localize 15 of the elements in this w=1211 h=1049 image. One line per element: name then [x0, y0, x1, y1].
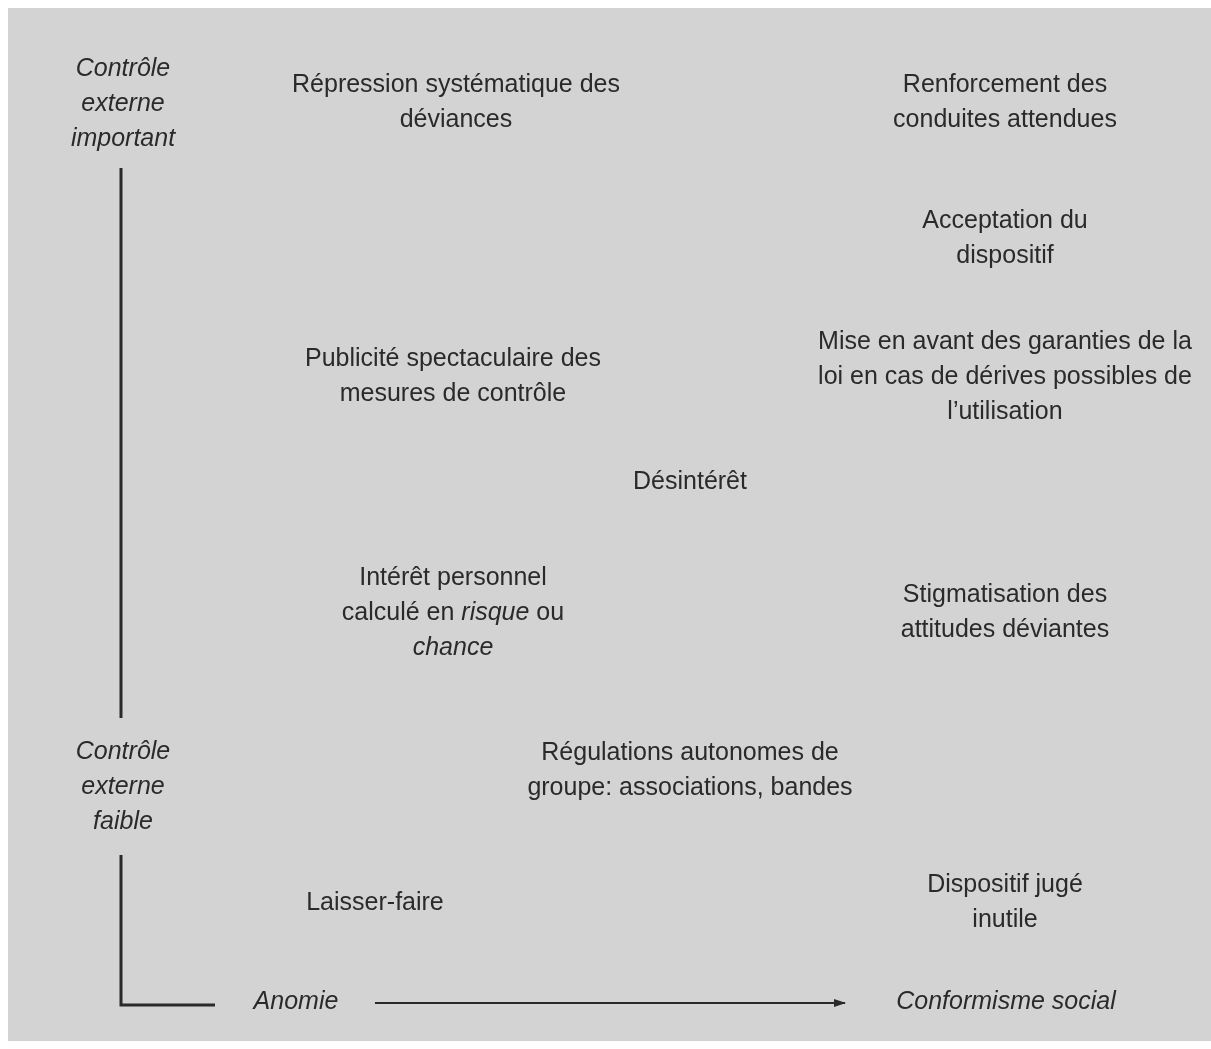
quadrant-text: Mise en avant des garanties de la loi en cas de dérives possibles de l’utilisation	[817, 324, 1193, 426]
quadrant-text: Laisser-faire	[305, 885, 445, 917]
quadrant-text: Intérêt personnel calculé en risque ou chance	[340, 560, 566, 662]
quadrant-text: Renforcement des conduites attendues	[892, 68, 1118, 134]
axis-label: Contrôle externe faible	[74, 734, 172, 836]
axis-label: Conformisme social	[895, 984, 1118, 1016]
quadrant-text: Désintérêt	[632, 464, 748, 496]
axis-label: Anomie	[251, 984, 340, 1016]
quadrant-text: Publicité spectaculaire des mesures de contrôle	[304, 342, 602, 408]
quadrant-text: Dispositif jugé inutile	[926, 868, 1084, 934]
quadrant-text: Régulations autonomes de groupe: associations, bandes	[526, 736, 854, 802]
quadrant-text: Acceptation du dispositif	[921, 204, 1089, 270]
axis-label: Contrôle externe important	[69, 51, 177, 153]
quadrant-text: Répression systématique des déviances	[291, 68, 621, 134]
quadrant-text: Stigmatisation des attitudes déviantes	[899, 578, 1111, 644]
